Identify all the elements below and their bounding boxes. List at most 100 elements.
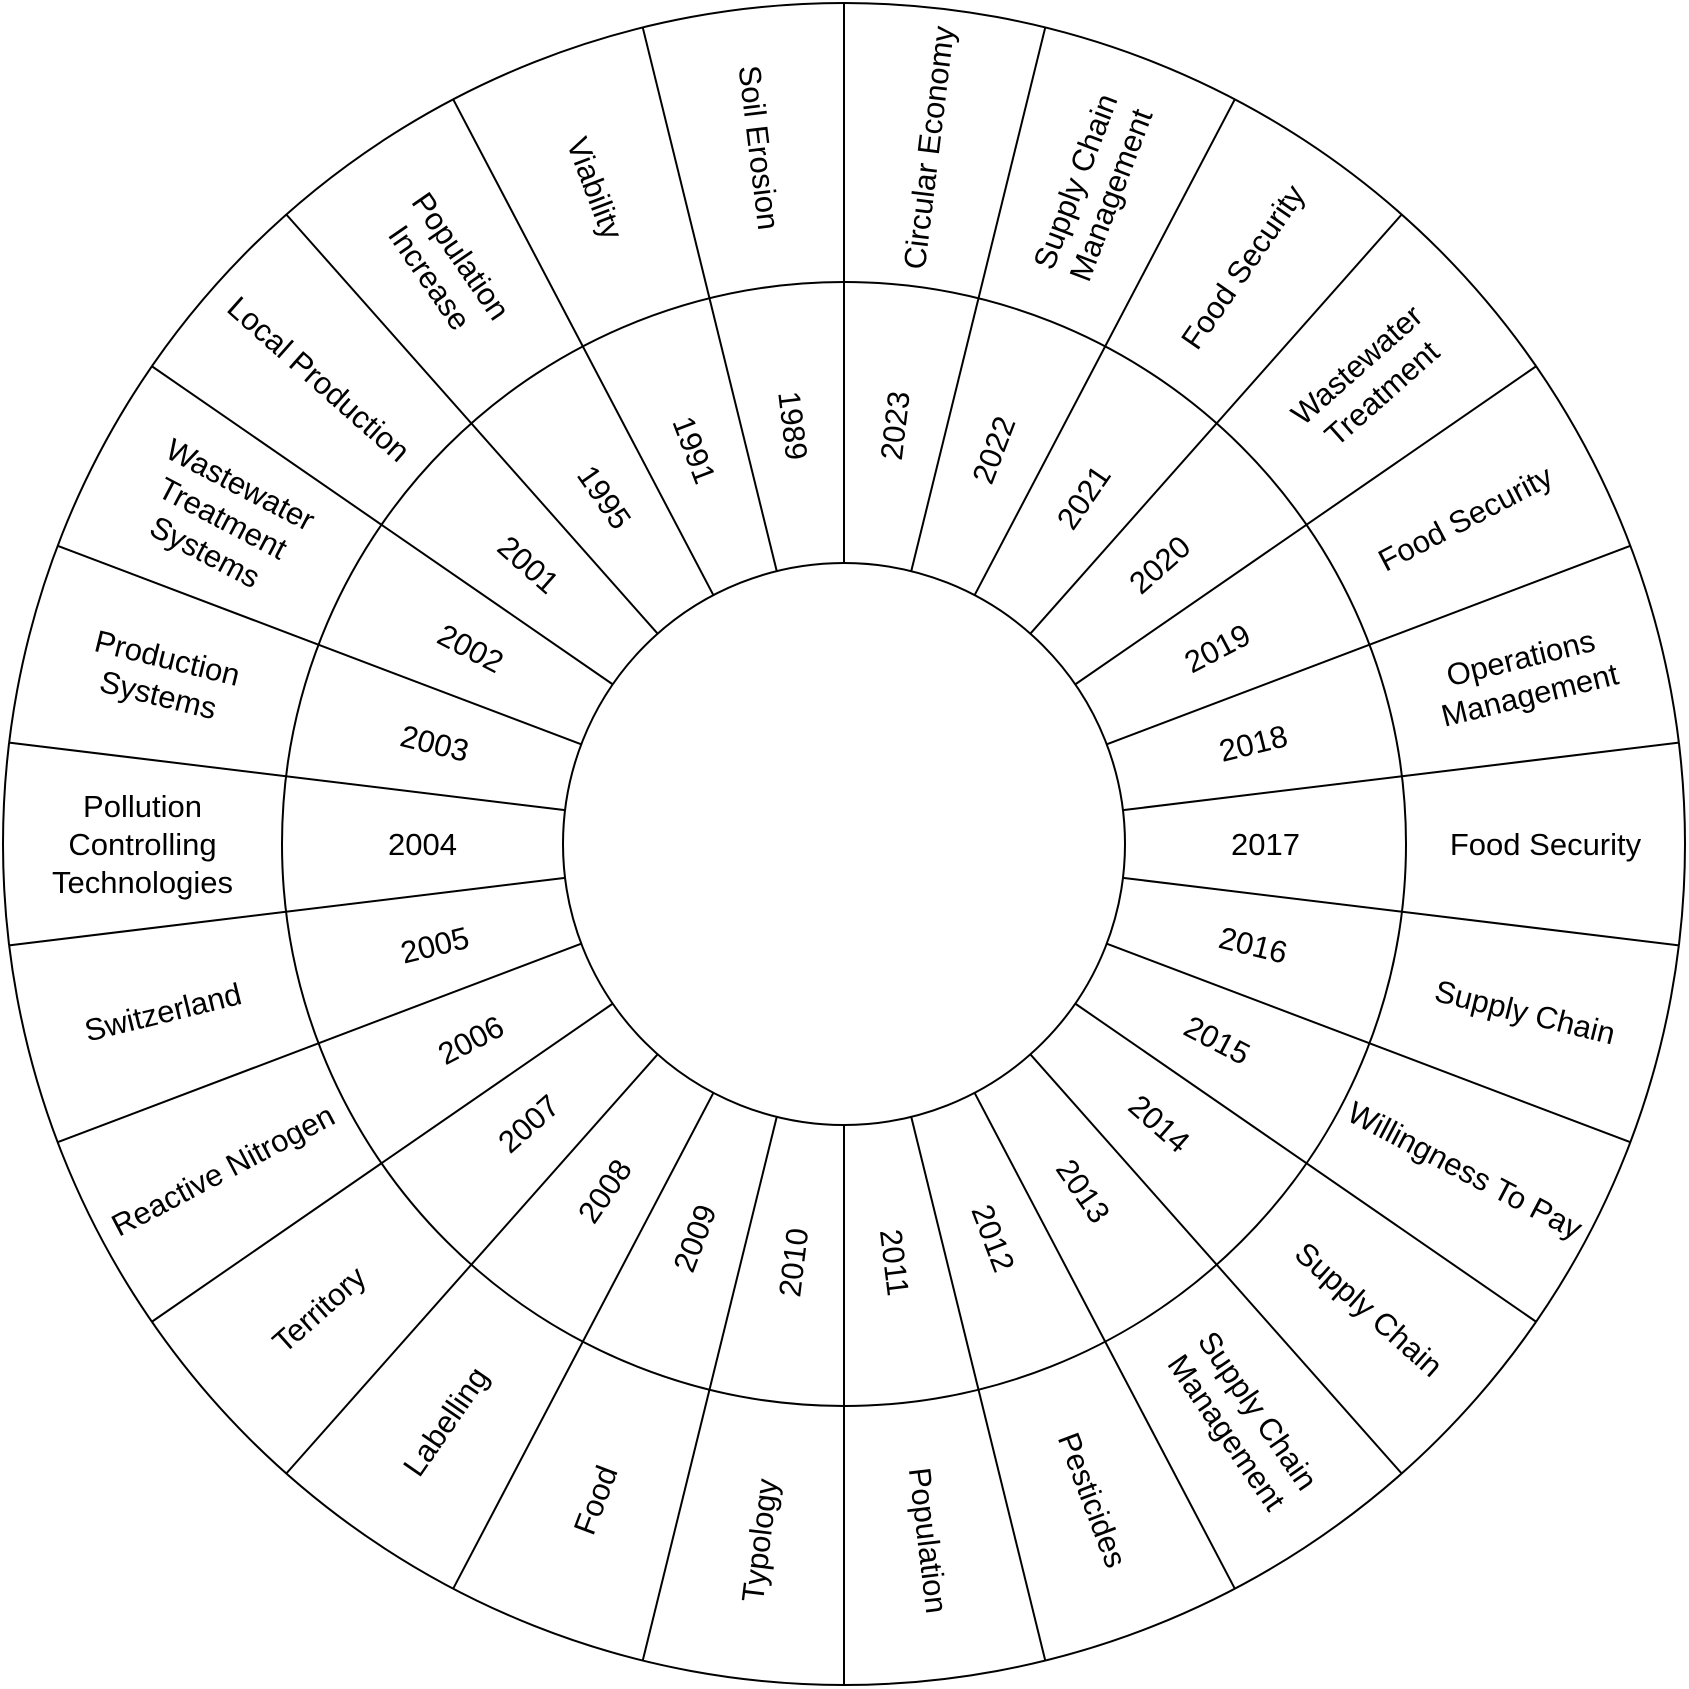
inner-ring bbox=[562, 562, 1126, 1126]
year-label: 2002 bbox=[432, 617, 509, 680]
segment-divider bbox=[1122, 876, 1679, 947]
year-label: 2004 bbox=[388, 827, 457, 862]
year-label: 2019 bbox=[1179, 617, 1256, 680]
segment-divider bbox=[910, 1116, 1047, 1661]
keyword-label: Territory bbox=[266, 1259, 373, 1360]
year-label-line: 2007 bbox=[491, 1088, 566, 1160]
year-label: 2014 bbox=[1122, 1088, 1197, 1160]
segment-divider bbox=[1106, 544, 1631, 746]
year-label-line: 2021 bbox=[1050, 459, 1118, 536]
year-label: 2006 bbox=[432, 1009, 509, 1072]
keyword-label: Pesticides bbox=[1051, 1428, 1134, 1573]
segment-divider bbox=[9, 876, 566, 947]
keyword-label: Food Security bbox=[1373, 458, 1559, 578]
keyword-label: Food Security bbox=[1450, 827, 1642, 862]
year-label: 2023 bbox=[874, 389, 917, 462]
keyword-label: WastewaterTreatment bbox=[1284, 298, 1454, 460]
keyword-label-line: Technologies bbox=[52, 865, 233, 900]
year-label: 2003 bbox=[397, 718, 472, 768]
year-label-line: 2012 bbox=[964, 1200, 1021, 1277]
segment-divider bbox=[9, 741, 566, 812]
year-label-line: 2019 bbox=[1179, 617, 1256, 680]
year-label-line: 1991 bbox=[665, 412, 722, 489]
segment-divider bbox=[1122, 741, 1679, 812]
year-label-line: 2017 bbox=[1231, 827, 1300, 862]
keyword-label-line: Food Security bbox=[1174, 178, 1312, 356]
keyword-label: Switzerland bbox=[81, 976, 245, 1048]
keyword-label: Food Security bbox=[1174, 178, 1312, 356]
year-label: 2009 bbox=[666, 1200, 723, 1277]
segment-divider bbox=[452, 1092, 715, 1590]
keyword-label-line: Reactive Nitrogen bbox=[106, 1098, 340, 1244]
keyword-label-line: Willingness To Pay bbox=[1342, 1095, 1589, 1247]
year-label: 2018 bbox=[1216, 718, 1291, 768]
year-label-line: 2011 bbox=[873, 1227, 916, 1297]
segment-divider bbox=[57, 942, 582, 1144]
year-label: 2022 bbox=[965, 412, 1022, 489]
year-label-line: 2005 bbox=[397, 920, 472, 970]
year-label-line: 2014 bbox=[1122, 1088, 1197, 1160]
year-label: 2021 bbox=[1050, 459, 1118, 536]
year-label-line: 2023 bbox=[874, 389, 917, 462]
keyword-label: Viability bbox=[560, 132, 631, 244]
segment-divider bbox=[57, 544, 582, 746]
segment-divider bbox=[973, 98, 1236, 596]
year-label: 2017 bbox=[1231, 827, 1300, 862]
year-label-line: 2018 bbox=[1216, 718, 1291, 768]
year-label: 2020 bbox=[1122, 529, 1197, 601]
segment-divider bbox=[1074, 1002, 1537, 1323]
year-label: 2008 bbox=[571, 1153, 639, 1230]
keyword-label-line: Controlling bbox=[68, 827, 216, 862]
year-label: 1991 bbox=[665, 412, 722, 489]
year-label-line: 2004 bbox=[388, 827, 457, 862]
year-label: 2016 bbox=[1215, 920, 1290, 970]
keyword-label: Population bbox=[902, 1466, 954, 1616]
year-label-line: 2010 bbox=[772, 1226, 815, 1299]
keyword-label-line: Local Production bbox=[221, 290, 417, 469]
keyword-label-line: Soil Erosion bbox=[732, 63, 787, 231]
keyword-label-line: Food bbox=[567, 1461, 625, 1539]
year-label-line: 2009 bbox=[666, 1200, 723, 1277]
keyword-label-line: Pollution bbox=[83, 789, 202, 824]
keyword-label: Reactive Nitrogen bbox=[106, 1098, 340, 1244]
keyword-label: Circular Economy bbox=[897, 24, 961, 272]
year-label: 2012 bbox=[964, 1200, 1021, 1277]
keyword-label: Supply Chain bbox=[1288, 1235, 1449, 1383]
keyword-label: Supply ChainManagement bbox=[1026, 89, 1160, 287]
segment-divider bbox=[452, 98, 715, 596]
segment-divider bbox=[641, 1116, 778, 1661]
segment-divider bbox=[973, 1092, 1236, 1590]
keyword-label: Food bbox=[567, 1461, 625, 1539]
segment-divider bbox=[151, 365, 614, 686]
keyword-label-line: Food Security bbox=[1450, 827, 1642, 862]
keyword-label: Supply Chain bbox=[1431, 973, 1618, 1051]
year-label-line: 1995 bbox=[570, 459, 638, 536]
keyword-label-line: Population bbox=[902, 1466, 954, 1616]
keyword-label-line: Labelling bbox=[396, 1361, 495, 1483]
year-label: 2013 bbox=[1049, 1153, 1117, 1230]
keyword-label: OperationsManagement bbox=[1429, 619, 1623, 733]
keyword-label: Supply ChainManagement bbox=[1160, 1325, 1325, 1518]
year-label: 2001 bbox=[491, 529, 566, 601]
year-label-line: 2001 bbox=[491, 529, 566, 601]
year-label-line: 2016 bbox=[1215, 920, 1290, 970]
keyword-label: Labelling bbox=[396, 1361, 495, 1483]
segment-divider bbox=[1074, 365, 1537, 686]
keyword-label: Soil Erosion bbox=[732, 63, 787, 231]
year-label: 2015 bbox=[1178, 1009, 1255, 1072]
year-label-line: 2020 bbox=[1122, 529, 1197, 601]
segment-divider bbox=[285, 1053, 659, 1475]
keyword-label-line: Territory bbox=[266, 1259, 373, 1360]
keyword-label: Local Production bbox=[221, 290, 417, 469]
year-label: 2010 bbox=[772, 1226, 815, 1299]
year-label: 2011 bbox=[873, 1227, 916, 1297]
keyword-label-line: Food Security bbox=[1373, 458, 1559, 578]
year-label: 2007 bbox=[491, 1088, 566, 1160]
segment-divider bbox=[285, 213, 659, 635]
keyword-label-line: Circular Economy bbox=[897, 24, 961, 272]
keyword-label-line: Supply Chain bbox=[1431, 973, 1618, 1051]
segment-divider bbox=[910, 27, 1047, 572]
keyword-label: PopulationIncrease bbox=[373, 186, 516, 348]
year-label: 1995 bbox=[570, 459, 638, 536]
segment-divider bbox=[1029, 1053, 1403, 1475]
